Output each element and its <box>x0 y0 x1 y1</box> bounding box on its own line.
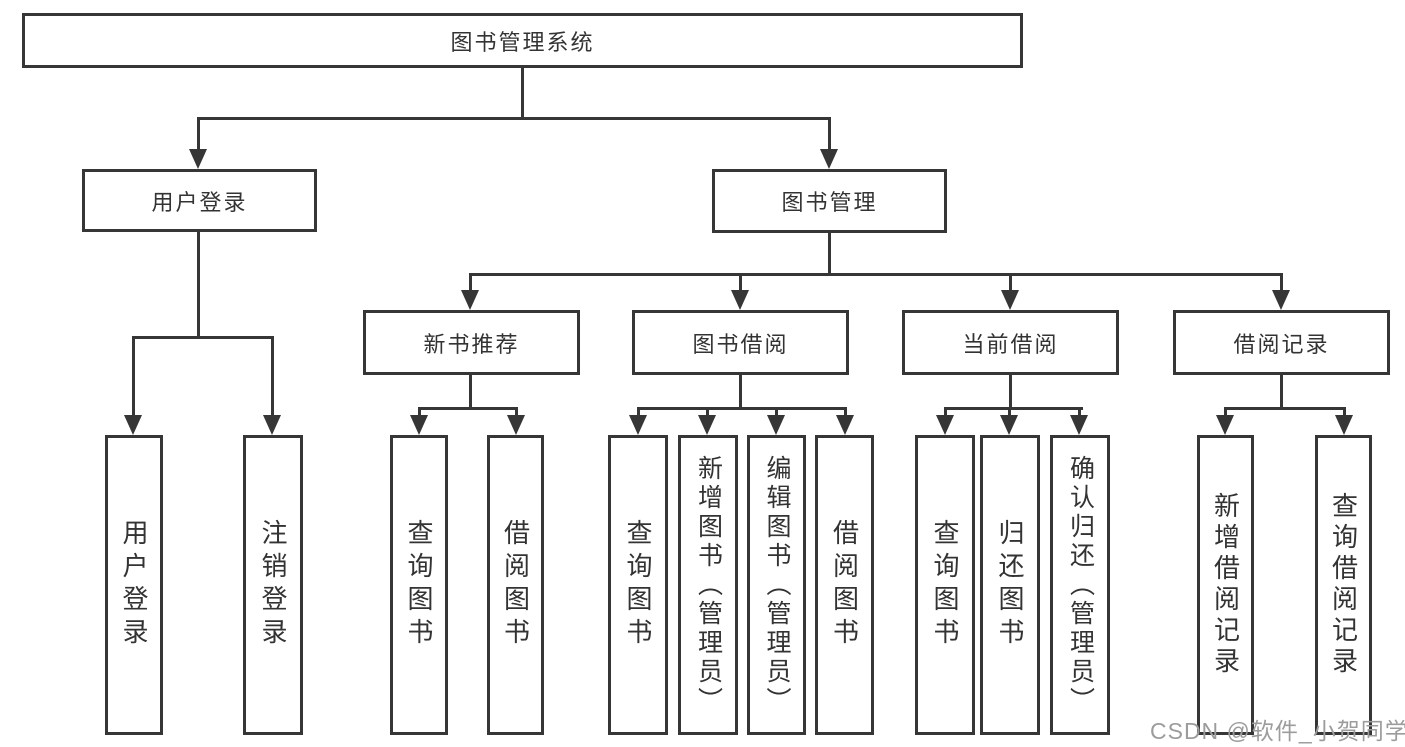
leaf-query-books-1: 查询图书 <box>390 435 448 735</box>
arrow-down-icon <box>836 415 854 435</box>
connector-line <box>1224 407 1227 417</box>
connector-line <box>844 407 847 417</box>
connector-line <box>469 273 472 293</box>
node-label: 查询图书 <box>404 519 434 651</box>
node-library-management-system: 图书管理系统 <box>22 13 1023 68</box>
leaf-logout: 注销登录 <box>243 435 303 735</box>
connector-line <box>418 407 421 417</box>
node-label: 编辑图书（管理员） <box>763 454 791 716</box>
connector-line <box>197 117 200 151</box>
connector-line <box>775 407 778 417</box>
leaf-edit-books-admin: 编辑图书（管理员） <box>747 435 806 735</box>
connector-line <box>418 407 518 410</box>
leaf-query-books-3: 查询图书 <box>915 435 975 735</box>
connector-line <box>1009 273 1012 293</box>
node-label: 用户登录 <box>119 519 149 651</box>
arrow-down-icon <box>698 415 716 435</box>
arrow-down-icon <box>767 415 785 435</box>
connector-line <box>739 375 742 409</box>
node-label: 注销登录 <box>258 519 288 651</box>
arrow-down-icon <box>507 415 525 435</box>
connector-line <box>197 117 831 120</box>
connector-line <box>132 336 274 339</box>
connector-line <box>1008 407 1011 417</box>
connector-line <box>706 407 709 417</box>
arrow-down-icon <box>1335 415 1353 435</box>
arrow-down-icon <box>124 415 142 435</box>
connector-line <box>1078 407 1081 417</box>
node-user-login-group: 用户登录 <box>82 169 317 232</box>
leaf-add-borrow-record: 新增借阅记录 <box>1197 435 1254 735</box>
node-label: 查询借阅记录 <box>1328 492 1359 678</box>
node-label: 新增借阅记录 <box>1210 492 1241 678</box>
connector-line <box>1224 407 1346 410</box>
node-label: 借阅记录 <box>1233 331 1330 357</box>
connector-line <box>944 407 947 417</box>
node-label: 用户登录 <box>151 189 248 215</box>
node-label: 借阅图书 <box>829 519 860 651</box>
connector-line <box>132 336 135 416</box>
connector-line <box>637 407 640 417</box>
arrow-down-icon <box>410 415 428 435</box>
leaf-return-books: 归还图书 <box>980 435 1040 735</box>
csdn-watermark: CSDN @软件_小贺同学 <box>1150 718 1405 744</box>
connector-line <box>944 407 1083 410</box>
node-label: 确认归还（管理员） <box>1066 454 1095 716</box>
leaf-borrow-books-2: 借阅图书 <box>815 435 874 735</box>
connector-line <box>828 233 831 275</box>
connector-line <box>739 273 742 293</box>
node-book-management: 图书管理 <box>712 169 947 233</box>
arrow-down-icon <box>189 149 207 169</box>
connector-line <box>271 336 274 416</box>
arrow-down-icon <box>263 415 281 435</box>
arrow-down-icon <box>731 290 749 310</box>
arrow-down-icon <box>1070 415 1088 435</box>
node-label: 新增图书（管理员） <box>694 454 723 716</box>
leaf-borrow-books-1: 借阅图书 <box>487 435 544 735</box>
node-label: 图书借阅 <box>692 331 789 357</box>
connector-line <box>1343 407 1346 417</box>
leaf-query-books-2: 查询图书 <box>608 435 668 735</box>
arrow-down-icon <box>1001 290 1019 310</box>
connector-line <box>1280 273 1283 293</box>
arrow-down-icon <box>1000 415 1018 435</box>
connector-line <box>828 117 831 151</box>
leaf-query-borrow-record: 查询借阅记录 <box>1315 435 1372 735</box>
node-label: 新书推荐 <box>423 331 520 357</box>
arrow-down-icon <box>629 415 647 435</box>
node-label: 归还图书 <box>995 519 1025 651</box>
leaf-add-books-admin: 新增图书（管理员） <box>678 435 738 735</box>
connector-line <box>1280 375 1283 409</box>
node-borrowing-records: 借阅记录 <box>1173 310 1390 375</box>
node-label: 查询图书 <box>930 519 960 651</box>
connector-line <box>521 68 524 119</box>
node-current-borrowing: 当前借阅 <box>902 310 1119 375</box>
node-label: 图书管理系统 <box>450 29 595 55</box>
node-new-book-recommendation: 新书推荐 <box>363 310 580 375</box>
arrow-down-icon <box>1216 415 1234 435</box>
connector-line <box>469 273 1283 276</box>
node-label: 借阅图书 <box>500 519 531 651</box>
connector-line <box>1009 375 1012 409</box>
connector-line <box>637 407 847 410</box>
node-label: 图书管理 <box>781 190 878 215</box>
arrow-down-icon <box>1272 290 1290 310</box>
arrow-down-icon <box>461 290 479 310</box>
leaf-confirm-return-admin: 确认归还（管理员） <box>1050 435 1110 735</box>
node-book-borrowing: 图书借阅 <box>632 310 849 375</box>
node-label: 当前借阅 <box>962 331 1059 357</box>
connector-line <box>469 375 472 409</box>
node-label: 查询图书 <box>623 519 653 651</box>
arrow-down-icon <box>936 415 954 435</box>
leaf-user-login: 用户登录 <box>105 435 163 735</box>
arrow-down-icon <box>820 149 838 169</box>
connector-line <box>197 232 200 339</box>
connector-line <box>515 407 518 417</box>
